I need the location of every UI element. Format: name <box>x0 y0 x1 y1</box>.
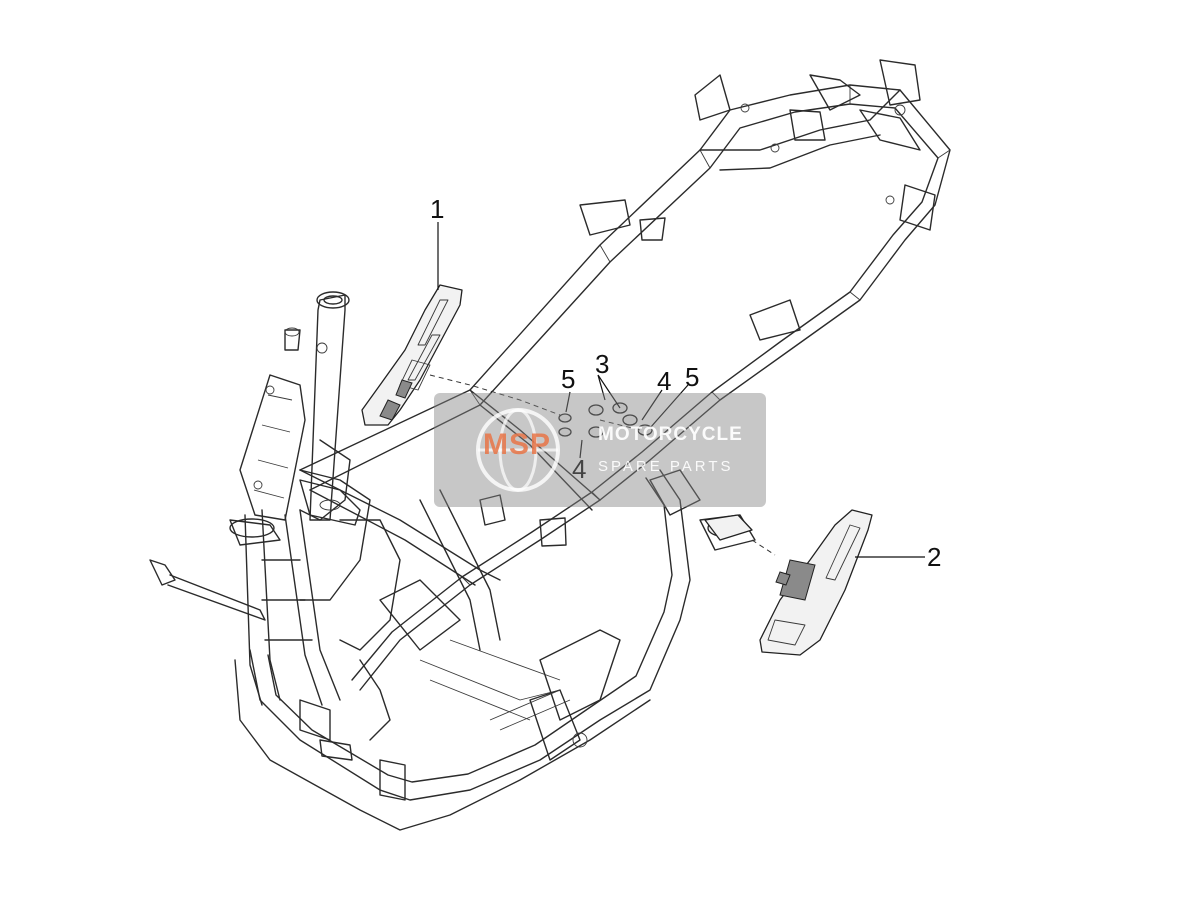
watermark-globe-icon <box>476 408 560 492</box>
callout-labels: 1 2 3 4 4 5 5 <box>430 194 941 572</box>
callout-4-lower: 4 <box>572 454 586 484</box>
callout-5-right: 5 <box>685 362 699 392</box>
watermark-logo-text: MSP <box>483 428 552 461</box>
callout-3: 3 <box>595 349 609 379</box>
part-1-left-footrest-cover <box>361 284 463 426</box>
callout-2: 2 <box>927 542 941 572</box>
watermark-line-1: MOTORCYCLE <box>598 424 743 445</box>
callout-1: 1 <box>430 194 444 224</box>
assembly-lines <box>429 374 776 556</box>
callout-4-upper: 4 <box>657 366 671 396</box>
part-2-right-footrest-cover <box>759 509 873 656</box>
fasteners <box>558 402 753 541</box>
leader-lines <box>437 222 925 558</box>
watermark-line-2: SPARE PARTS <box>598 458 734 475</box>
callout-5-left: 5 <box>561 364 575 394</box>
